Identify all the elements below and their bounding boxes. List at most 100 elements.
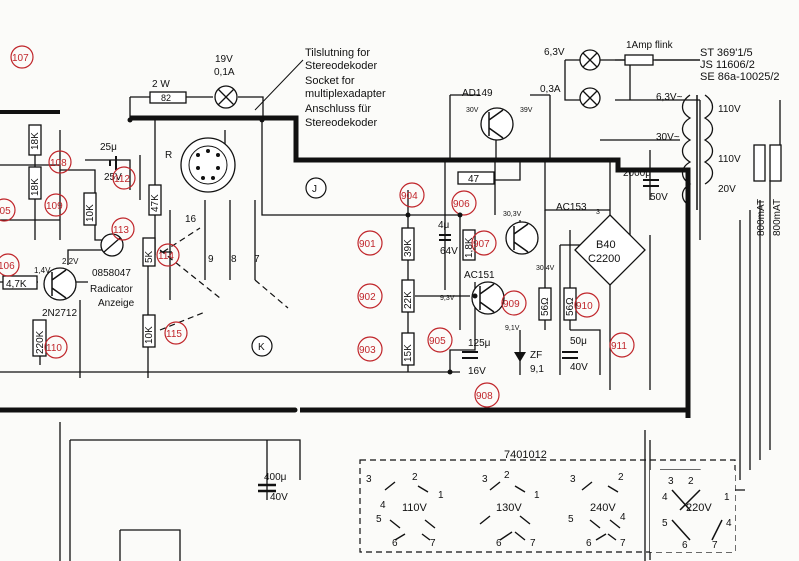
cap-50u-value: 50μ: [570, 336, 587, 347]
resistor-82-value: 82: [161, 93, 171, 103]
resistor-47-value: 47: [468, 174, 480, 185]
resistor-18k-a: 18K: [28, 124, 42, 156]
svg-text:907: 907: [473, 239, 490, 250]
ref-107: 107: [10, 45, 34, 69]
pot-5k-value: 5K: [144, 250, 155, 263]
tr-ad149-label: AD149: [462, 88, 493, 99]
cap-400u-volt: 40V: [270, 492, 288, 503]
ref-906: 906: [451, 190, 477, 216]
junction-dots: [45, 117, 613, 413]
tr-ad149-v1: 30V: [466, 107, 479, 114]
tr-ac151-v2: 9,1V: [505, 325, 520, 332]
selector-130v-label: 130V: [496, 502, 522, 514]
ref-106: 106: [0, 253, 20, 277]
ref-108: 108: [48, 150, 72, 174]
resistor-15k-value: 15K: [403, 344, 414, 362]
part-number: JS 11606/2: [700, 59, 755, 71]
resistor-15k: 15K: [401, 332, 415, 366]
ref-903: 903: [357, 336, 383, 362]
socket-note-line: Tilslutning for: [305, 47, 370, 59]
bridge-rectifier: B40 C2200: [574, 214, 646, 286]
tr-ad149-v2: 39V: [520, 107, 533, 114]
cap-125u-volt: 16V: [468, 366, 486, 377]
socket-note-line: Socket for: [305, 75, 355, 87]
cap-4u-volt: 64V: [440, 246, 458, 257]
cap-50u-volt: 40V: [570, 362, 588, 373]
svg-text:909: 909: [503, 299, 520, 310]
resistor-4k7: 4,7K: [2, 275, 38, 290]
svg-text:3: 3: [668, 476, 674, 487]
tr-ac153-sub: 3: [596, 209, 600, 216]
bridge-c2200: C2200: [588, 253, 620, 265]
bridge-b40: B40: [596, 239, 616, 251]
socket-note-line: Stereodekoder: [305, 117, 377, 129]
tr-110v-b: 110V: [718, 154, 741, 165]
fuse-flink-label: 1Amp flink: [626, 40, 674, 51]
resistor-47k-value: 47K: [150, 194, 161, 212]
svg-text:109: 109: [46, 201, 63, 212]
fuse-b-label: 800mAT: [772, 199, 783, 236]
switch-pin-16: 16: [185, 214, 197, 225]
svg-text:3: 3: [482, 474, 488, 485]
selector-220v-label: 220V: [686, 502, 712, 514]
svg-text:114: 114: [158, 251, 174, 262]
tr-6v3: 6,3V~: [656, 92, 683, 103]
svg-text:3: 3: [366, 474, 372, 485]
fuse-flink: 1Amp flink: [624, 40, 674, 66]
socket-r-label: R: [165, 150, 172, 161]
tr-ac151-v1: 9,3V: [440, 295, 455, 302]
svg-text:6: 6: [682, 540, 688, 551]
selector-switch-dashed: 16 9 8 7: [159, 214, 289, 331]
resistor-39k-value: 39K: [403, 239, 414, 257]
selector-130v: 130V 3 2 1 6 7: [482, 470, 540, 549]
svg-text:5: 5: [568, 514, 574, 525]
svg-text:108: 108: [50, 158, 67, 169]
resistor-18k-b-value: 18K: [30, 178, 41, 196]
ref-110: 110: [44, 335, 68, 359]
svg-text:110: 110: [46, 343, 62, 354]
svg-text:7: 7: [530, 538, 536, 549]
socket-note-line: multiplexadapter: [305, 88, 386, 100]
capacitor-4u: 4μ 64V: [438, 220, 458, 257]
svg-text:1: 1: [534, 490, 540, 501]
resistor-1k8-value: 1,8K: [464, 237, 475, 258]
svg-text:4: 4: [380, 500, 386, 511]
ref-113: 113: [111, 217, 135, 241]
part-numbers: ST 369'1/5 JS 11606/2 SE 86a-10025/2: [700, 47, 780, 83]
supply-line-top: [130, 96, 264, 120]
selector-code: 7401012: [504, 449, 547, 461]
resistor-1k8: 1,8K: [462, 229, 476, 261]
svg-text:105: 105: [0, 206, 11, 217]
svg-text:2: 2: [618, 472, 624, 483]
tr-2n2712-v2: 2,2V: [62, 257, 79, 266]
tr-2n2712-label: 2N2712: [42, 308, 77, 319]
switch-pin-9: 9: [208, 254, 214, 265]
cap-400u-value: 400μ: [264, 472, 287, 483]
tr-30v: 30V~: [656, 132, 680, 143]
lamp-right-top: 6,3V: [544, 47, 601, 71]
line-j: [261, 120, 461, 330]
resistor-10k-lower: 10K: [142, 314, 156, 348]
lamp-right-volt: 6,3V: [544, 47, 565, 58]
svg-text:1: 1: [724, 492, 730, 503]
fuse-b: 800mAT: [769, 144, 783, 236]
lamp-right-amp: 0,3A: [540, 84, 561, 95]
tr-ac153-v2: 30,4V: [536, 265, 555, 272]
svg-text:906: 906: [453, 199, 470, 210]
ref-911: 911: [609, 332, 635, 358]
svg-text:4: 4: [662, 492, 668, 503]
ref-115: 115: [164, 321, 188, 345]
transistor-ac153: AC153 3 30,3V 30,4V: [503, 202, 600, 272]
cap-125u-value: 125μ: [468, 338, 491, 349]
meter-name-de: Anzeige: [98, 298, 135, 309]
svg-text:6: 6: [392, 538, 398, 549]
lamp-right-bottom: 0,3A: [540, 84, 601, 109]
ref-109: 109: [44, 193, 68, 217]
svg-text:6: 6: [496, 538, 502, 549]
svg-text:7: 7: [620, 538, 626, 549]
lamp-19v-volt: 19V: [215, 54, 233, 65]
selector-110v-label: 110V: [402, 502, 428, 514]
svg-text:905: 905: [429, 336, 446, 347]
svg-text:4: 4: [726, 518, 732, 529]
resistor-18k-a-value: 18K: [30, 132, 41, 150]
